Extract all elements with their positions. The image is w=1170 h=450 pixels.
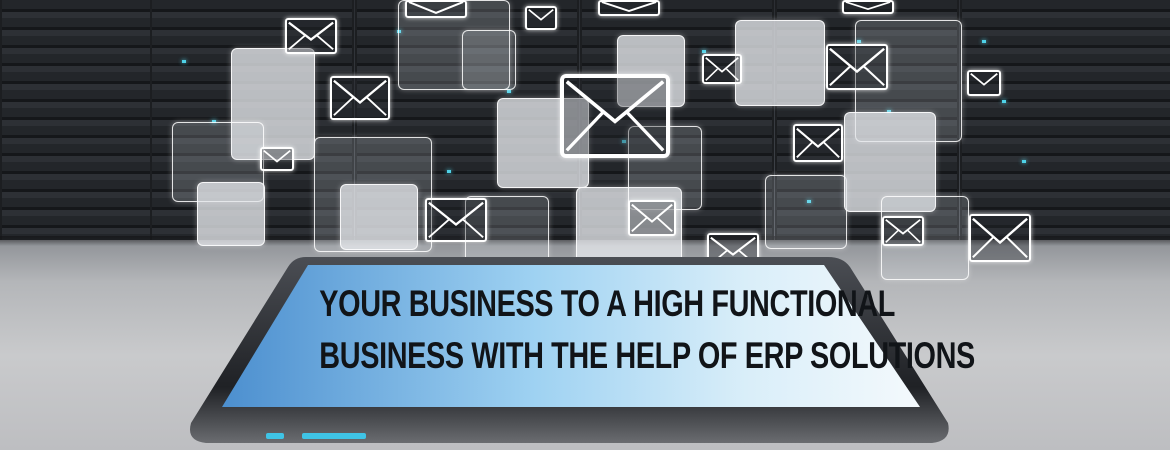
floating-panel [576, 187, 682, 264]
floating-panel [881, 196, 969, 280]
envelope-icon [826, 44, 888, 90]
headline-line-1: YOUR BUSINESS TO A HIGH FUNCTIONAL [319, 283, 896, 324]
floating-panel [617, 35, 685, 107]
headline: YOUR BUSINESS TO A HIGH FUNCTIONAL BUSIN… [319, 278, 975, 382]
tablet-body [190, 257, 949, 443]
server-rack [0, 0, 154, 245]
envelope-icon [260, 147, 294, 171]
envelope-icon [842, 0, 894, 14]
floating-panel [765, 175, 847, 249]
envelope-icon [882, 216, 924, 246]
floating-panel [628, 126, 702, 210]
envelope-icon [702, 54, 742, 84]
envelope-icon [793, 124, 843, 162]
envelope-icon [628, 200, 676, 236]
tablet-device [188, 255, 950, 445]
floating-panel [231, 48, 315, 160]
envelope-icon [330, 76, 390, 120]
server-rack [960, 0, 1170, 245]
floating-panel [340, 184, 418, 250]
floating-panel [398, 0, 510, 90]
floating-panel [735, 20, 825, 106]
envelope-icon [967, 70, 1001, 96]
envelope-icon [405, 0, 467, 18]
envelope-icon [969, 214, 1031, 262]
envelope-icon [598, 0, 660, 16]
envelope-icon [560, 74, 670, 158]
floating-panel [844, 112, 936, 212]
headline-line-2: BUSINESS WITH THE HELP OF ERP SOLUTIONS [319, 335, 975, 376]
envelope-icon [425, 198, 487, 242]
envelope-icon [285, 18, 337, 54]
floating-panel [462, 30, 516, 90]
floating-panel [197, 182, 265, 246]
envelope-icon [525, 6, 557, 30]
